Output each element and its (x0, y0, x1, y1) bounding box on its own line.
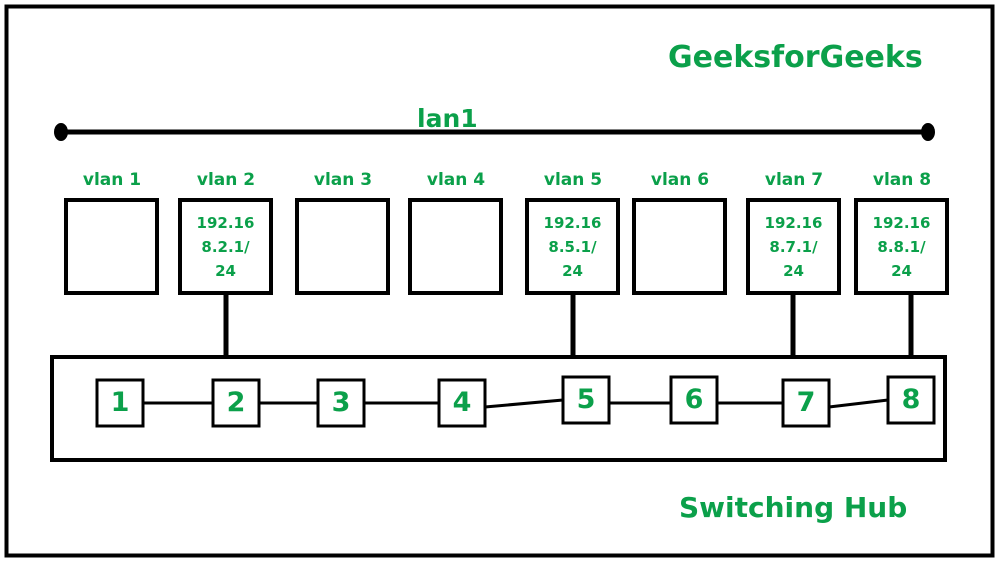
hub-port-box-5[interactable] (561, 375, 611, 425)
page-title: GeeksforGeeks (668, 40, 923, 75)
hub-port-label-8: 8 (901, 384, 921, 415)
vlan-ip-7: 192.16 8.7.1/ 24 (748, 211, 839, 283)
vlan-ip-5-line3: 24 (562, 262, 583, 280)
vlan-ip-8-line3: 24 (891, 262, 912, 280)
vlan-ip-7-line1: 192.16 (764, 214, 823, 232)
hub-port-box-8[interactable] (886, 375, 936, 425)
vlan-box-8[interactable] (854, 198, 949, 295)
hub-port-label-7: 7 (796, 387, 816, 418)
vlan-ip-8-line1: 192.16 (872, 214, 931, 232)
hub-port-label-5: 5 (576, 384, 596, 415)
vlan-label-3: vlan 3 (313, 170, 373, 190)
hub-port-box-3[interactable] (316, 378, 366, 428)
vlan-ip-5-line1: 192.16 (543, 214, 602, 232)
vlan-box-6[interactable] (632, 198, 727, 295)
vlan-ip-2-line1: 192.16 (196, 214, 255, 232)
vlan-box-4[interactable] (408, 198, 503, 295)
vlan-label-2: vlan 2 (196, 170, 256, 190)
vlan-ip-2-line2: 8.2.1/ (201, 238, 250, 256)
hub-link-7-8 (828, 398, 889, 409)
vlan-ip-2-line3: 24 (215, 262, 236, 280)
vlan-label-5: vlan 5 (543, 170, 603, 190)
vlan-label-6: vlan 6 (650, 170, 710, 190)
hub-port-box-6[interactable] (669, 375, 719, 425)
vlan-label-4: vlan 4 (426, 170, 486, 190)
vlan-ip-7-line3: 24 (783, 262, 804, 280)
hub-port-label-3: 3 (331, 387, 351, 418)
vlan-label-8: vlan 8 (872, 170, 932, 190)
vlan-box-5[interactable] (525, 198, 620, 295)
vlan-box-7[interactable] (746, 198, 841, 295)
vlan-ip-8: 192.16 8.8.1/ 24 (856, 211, 947, 283)
hub-port-box-1[interactable] (95, 378, 145, 428)
switching-hub-label: Switching Hub (679, 491, 908, 524)
lan1-label: lan1 (417, 104, 478, 133)
vlan-label-7: vlan 7 (764, 170, 824, 190)
lan1-right-terminator (921, 123, 935, 141)
hub-port-box-7[interactable] (781, 378, 831, 428)
vlan-box-3[interactable] (295, 198, 390, 295)
hub-port-label-2: 2 (226, 387, 246, 418)
vlan-box-2[interactable] (178, 198, 273, 295)
hub-port-box-4[interactable] (437, 378, 487, 428)
vlan-label-1: vlan 1 (82, 170, 142, 190)
vlan-ip-2: 192.16 8.2.1/ 24 (180, 211, 271, 283)
outer-frame (4, 4, 995, 558)
vlan-ip-5: 192.16 8.5.1/ 24 (527, 211, 618, 283)
hub-link-4-5 (484, 398, 564, 409)
hub-port-box-2[interactable] (211, 378, 261, 428)
vlan-box-1[interactable] (64, 198, 159, 295)
hub-port-label-6: 6 (684, 384, 704, 415)
vlan-ip-5-line2: 8.5.1/ (548, 238, 597, 256)
vlan-ip-8-line2: 8.8.1/ (877, 238, 926, 256)
hub-port-label-1: 1 (110, 387, 130, 418)
lan1-left-terminator (54, 123, 68, 141)
vlan-ip-7-line2: 8.7.1/ (769, 238, 818, 256)
hub-port-label-4: 4 (452, 387, 472, 418)
